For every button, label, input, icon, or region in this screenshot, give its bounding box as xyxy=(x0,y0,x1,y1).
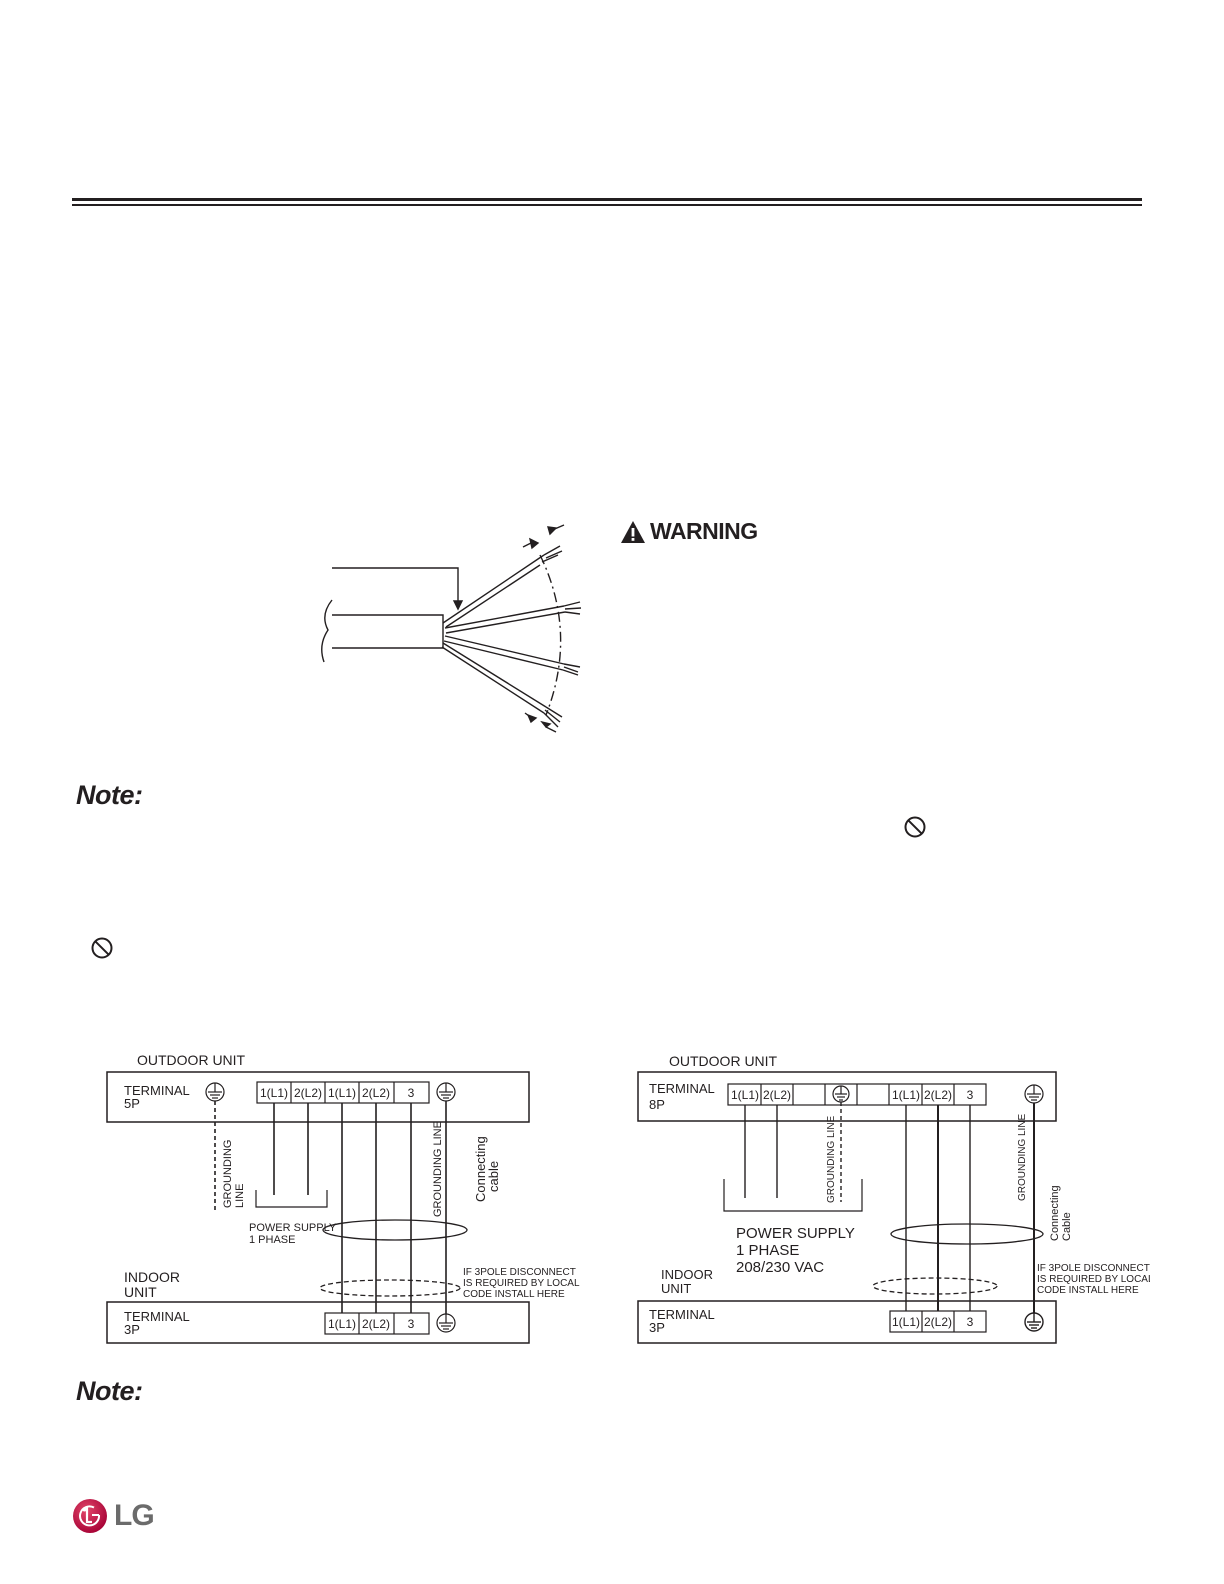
connecting-cable-label: cable xyxy=(486,1161,501,1192)
disconnect-note: CODE INSTALL HERE xyxy=(463,1289,565,1300)
indoor-terminal-count: 3P xyxy=(124,1322,140,1337)
power-supply-label: POWER SUPPLY xyxy=(736,1225,855,1242)
terminal-slot: 3 xyxy=(967,1315,974,1329)
warning-label: WARNING xyxy=(650,518,758,544)
terminal-slot: 3 xyxy=(408,1086,415,1100)
terminal-slot: 2(L2) xyxy=(924,1088,952,1102)
indoor-terminal-label: TERMINAL xyxy=(649,1307,715,1322)
outdoor-terminal-count: 5P xyxy=(124,1096,140,1111)
indoor-unit-label: INDOOR xyxy=(661,1267,713,1282)
ground-icon xyxy=(832,1085,850,1103)
ground-icon xyxy=(436,1313,456,1333)
connecting-cable-label: Connecting xyxy=(473,1136,488,1202)
terminal-slot: 2(L2) xyxy=(924,1315,952,1329)
ground-icon xyxy=(205,1082,225,1102)
indoor-terminal-count: 3P xyxy=(649,1320,665,1335)
grounding-line-label: LINE xyxy=(234,1184,246,1208)
indoor-terminal-label: TERMINAL xyxy=(124,1309,190,1324)
warning-triangle-icon xyxy=(621,520,645,543)
indoor-unit-label: INDOOR xyxy=(124,1269,180,1285)
outdoor-unit-label: OUTDOOR UNIT xyxy=(669,1053,778,1069)
note-label-2: Note: xyxy=(76,1376,143,1406)
note-label-1: Note: xyxy=(76,780,143,810)
connecting-cable-label: Connecting xyxy=(1049,1185,1061,1241)
outdoor-terminal-label: TERMINAL xyxy=(649,1081,715,1096)
power-supply-phase: 1 PHASE xyxy=(736,1242,799,1259)
stripped-cable-illustration xyxy=(321,524,582,733)
terminal-slot: 2(L2) xyxy=(362,1086,390,1100)
wiring-diagram-5p: OUTDOOR UNIT TERMINAL 5P 1(L1) 2(L2) 1(L… xyxy=(106,1052,580,1344)
terminal-slot: 1(L1) xyxy=(892,1315,920,1329)
power-supply-phase: 1 PHASE xyxy=(249,1234,295,1246)
terminal-slot: 1(L1) xyxy=(328,1086,356,1100)
terminal-slot: 1(L1) xyxy=(731,1088,759,1102)
disconnect-note: CODE INSTALL HERE xyxy=(1037,1285,1139,1296)
terminal-slot: 3 xyxy=(408,1317,415,1331)
power-supply-voltage: 208/230 VAC xyxy=(736,1259,824,1276)
terminal-slot: 1(L1) xyxy=(892,1088,920,1102)
disconnect-note: IF 3POLE DISCONNECT xyxy=(1037,1263,1150,1274)
grounding-line-label: GROUNDING LINE xyxy=(432,1121,444,1217)
grounding-line-label: GROUNDING LINE xyxy=(1017,1113,1028,1201)
disconnect-note: IS REQUIRED BY LOCAL xyxy=(463,1278,580,1289)
wiring-diagram-8p: OUTDOOR UNIT TERMINAL 8P 1(L1) 2(L2) 1(L… xyxy=(637,1053,1150,1344)
power-supply-label: POWER SUPPLY xyxy=(249,1222,337,1234)
lg-logo: LG xyxy=(72,1498,155,1534)
terminal-slot: 1(L1) xyxy=(328,1317,356,1331)
ground-icon xyxy=(436,1082,456,1102)
disconnect-note: IF 3POLE DISCONNECT xyxy=(463,1267,576,1278)
outdoor-unit-label: OUTDOOR UNIT xyxy=(137,1052,246,1068)
terminal-slot: 1(L1) xyxy=(260,1086,288,1100)
header-rule-top xyxy=(72,198,1142,201)
indoor-unit-label: UNIT xyxy=(661,1281,691,1296)
ground-icon xyxy=(1024,1084,1044,1104)
outdoor-terminal-label: TERMINAL xyxy=(124,1083,190,1098)
disconnect-note: IS REQUIRED BY LOCAL xyxy=(1037,1274,1150,1285)
grounding-line-label: GROUNDING LINE xyxy=(826,1115,837,1203)
terminal-slot: 3 xyxy=(967,1088,974,1102)
ground-icon xyxy=(1024,1312,1044,1332)
warning-heading: WARNING xyxy=(620,518,758,545)
terminal-slot: 2(L2) xyxy=(294,1086,322,1100)
prohibited-icon xyxy=(91,937,113,959)
terminal-slot: 2(L2) xyxy=(763,1088,791,1102)
grounding-line-label: GROUNDING xyxy=(222,1140,234,1208)
lg-logo-icon xyxy=(73,1499,107,1533)
prohibited-icon xyxy=(904,816,926,838)
lg-logo-text: LG xyxy=(114,1499,155,1532)
outdoor-terminal-count: 8P xyxy=(649,1097,665,1112)
indoor-unit-label: UNIT xyxy=(124,1284,157,1300)
connecting-cable-label: Cable xyxy=(1061,1212,1073,1241)
header-rule-bottom xyxy=(72,204,1142,206)
terminal-slot: 2(L2) xyxy=(362,1317,390,1331)
